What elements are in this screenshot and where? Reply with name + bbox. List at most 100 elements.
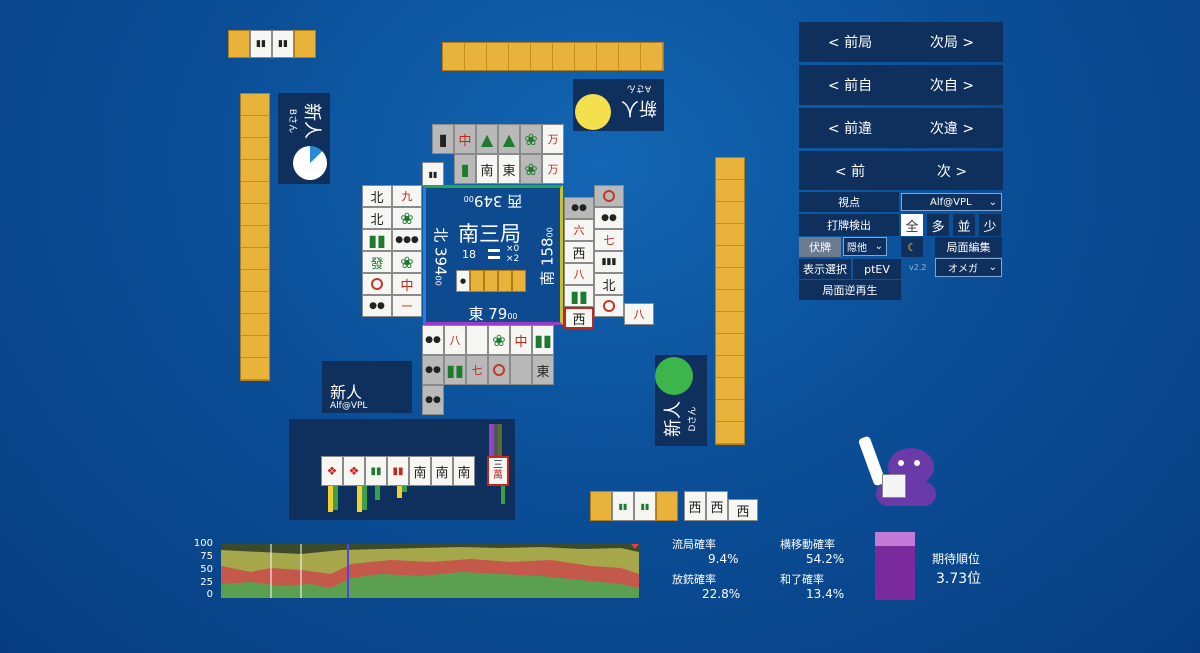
viewpoint-select[interactable]: Alf@VPL ⌄ <box>901 193 1002 211</box>
display-select-button[interactable]: 表示選択 <box>799 259 851 279</box>
eval-bar <box>328 486 333 512</box>
next-round-button[interactable]: 次局 > <box>901 22 1003 62</box>
bamboo-tile: ▮▮ <box>250 30 272 58</box>
prev-round-button[interactable]: < 前局 <box>799 22 901 62</box>
eval-bar <box>498 424 502 456</box>
graph-plot <box>221 544 639 598</box>
reverse-replay-button[interactable]: 局面逆再生 <box>799 280 901 300</box>
stick-icon <box>488 249 500 252</box>
player-status-circle <box>575 94 611 130</box>
south-score: 南 158 <box>538 237 557 286</box>
ryukyoku-label: 流局確率 <box>672 538 716 551</box>
hidden-select[interactable]: 隠他 ⌄ <box>843 237 887 256</box>
self-player-box[interactable]: 新人 Alf@VPL <box>322 361 412 413</box>
yokoido-label: 横移動確率 <box>780 538 835 551</box>
viewpoint-label: 視点 <box>799 192 899 212</box>
yokoido-value: 54.2% <box>806 552 845 566</box>
player-name: 新人 <box>330 383 363 402</box>
left-player-box[interactable]: 新人 Bさん <box>278 93 330 184</box>
player-name: 新人 <box>621 97 657 118</box>
player-timer-circle <box>293 146 327 180</box>
graph-end-marker-icon <box>631 544 639 549</box>
player-id: Dさん <box>688 406 698 432</box>
discard-detect-label: 打牌検出 <box>799 214 899 236</box>
south-score-sub: 00 <box>545 227 555 238</box>
hand-tile[interactable]: ▮▮ <box>365 456 387 486</box>
graph-tick-label: 75 <box>200 551 213 562</box>
top-discard-pond: ▮ 中 ▲ ▲ ❀ 万 ▮▮ ▮ 南 東 ❀ 万 <box>422 124 564 186</box>
player-name: 新人 <box>663 401 684 437</box>
top-left-meld: ▮▮ ▮▮ <box>228 30 316 58</box>
expected-rank-label: 期待順位 <box>932 552 981 566</box>
right-player-box[interactable]: 新人 Dさん <box>655 355 707 446</box>
next-button[interactable]: 次 > <box>901 151 1003 190</box>
drawn-tile[interactable]: 三萬 <box>487 456 509 486</box>
mascot-snake <box>857 432 948 512</box>
graph-area-agari <box>221 572 639 598</box>
chevron-down-icon: ⌄ <box>988 262 997 273</box>
eval-bar <box>501 486 505 504</box>
detect-option-all[interactable]: 全 <box>901 214 923 236</box>
top-opponent-hand <box>442 42 664 71</box>
right-opponent-hand <box>715 157 745 445</box>
moon-icon[interactable]: ☾ <box>901 237 923 257</box>
detect-option-normal[interactable]: 並 <box>953 214 975 236</box>
hand-tile[interactable]: ❖ <box>343 456 365 486</box>
north-score-sub: 00 <box>433 275 443 286</box>
chevron-down-icon: ⌄ <box>988 196 997 208</box>
eval-bar <box>362 486 367 510</box>
prev-diff-button[interactable]: < 前違 <box>799 108 901 148</box>
probability-graph: 100 75 50 25 0 <box>190 538 640 600</box>
player-id: Aさん <box>626 83 652 93</box>
north-score: 北 394 <box>431 227 450 276</box>
bottom-discard-pond: ●● 八 ❀ 中 ▮▮ ●● ▮▮ 七 東 ●● <box>422 325 556 417</box>
hidden-toggle[interactable]: 伏牌 <box>799 237 841 257</box>
west-score: 西 349 <box>473 192 523 210</box>
self-hand-panel: ❖ ❖ ▮▮ ▮▮ 南 南 南 三萬 <box>289 419 515 520</box>
eval-bar <box>357 486 362 512</box>
player-id: Alf@VPL <box>330 401 368 411</box>
stick-icon <box>488 256 500 259</box>
hand-tile[interactable]: 南 <box>453 456 475 486</box>
next-diff-button[interactable]: 次違 > <box>901 108 1003 148</box>
detect-option-many[interactable]: 多 <box>927 214 949 236</box>
graph-tick-label: 25 <box>200 577 213 588</box>
detect-option-few[interactable]: 少 <box>979 214 1001 236</box>
expected-rank-bar <box>875 532 915 600</box>
hand-tile[interactable]: 南 <box>431 456 453 486</box>
controls-panel: 視点 Alf@VPL ⌄ 打牌検出 全 多 並 少 伏牌 隠他 ⌄ ☾ 局面編集… <box>799 192 1003 300</box>
houjuu-value: 22.8% <box>702 587 741 601</box>
left-opponent-hand <box>240 93 270 381</box>
ptev-button[interactable]: ptEV <box>853 259 901 279</box>
player-status-circle <box>655 357 693 395</box>
bamboo-tile: ▮▮ <box>272 30 294 58</box>
dora-indicator: ● <box>456 270 530 292</box>
version-label: v2.2 <box>909 263 927 272</box>
graph-tick-label: 0 <box>206 589 213 600</box>
center-info-panel: 西 34900 南三局 18 ×0 ×2 ● 北 39400 南 15800 東… <box>423 185 563 325</box>
prev-self-button[interactable]: < 前自 <box>799 65 901 105</box>
round-label: 南三局 <box>458 222 521 246</box>
stats-panel: 流局確率 9.4% 横移動確率 54.2% 放銃確率 22.8% 和了確率 13… <box>670 535 870 605</box>
honba-stick-count: ×2 <box>506 254 520 264</box>
prev-button[interactable]: < 前 <box>799 151 901 190</box>
hand-tile[interactable]: ▮▮ <box>387 456 409 486</box>
model-select[interactable]: オメガ ⌄ <box>935 258 1002 277</box>
chevron-down-icon: ⌄ <box>874 241 883 252</box>
hidden-value: 隠他 <box>847 243 867 254</box>
top-player-box[interactable]: 新人 Aさん <box>573 79 664 131</box>
viewpoint-value: Alf@VPL <box>930 196 972 208</box>
dora-tile: ● <box>456 270 470 292</box>
next-self-button[interactable]: 次自 > <box>901 65 1003 105</box>
eval-bar <box>494 424 498 456</box>
riichi-stick-count: ×0 <box>506 244 520 254</box>
edit-position-button[interactable]: 局面編集 <box>935 237 1002 257</box>
left-discard-pond: 北 九 北 ❀ ▮▮ ●●● 發 ❀ 中 ●● 一 <box>362 185 422 317</box>
eval-bar <box>397 486 402 498</box>
west-score-sub: 00 <box>463 194 474 203</box>
hand-tile[interactable]: ❖ <box>321 456 343 486</box>
graph-tick-label: 100 <box>193 538 213 549</box>
hand-tile[interactable]: 南 <box>409 456 431 486</box>
expected-rank-value: 3.73位 <box>936 571 982 587</box>
houjuu-label: 放銃確率 <box>672 573 716 586</box>
